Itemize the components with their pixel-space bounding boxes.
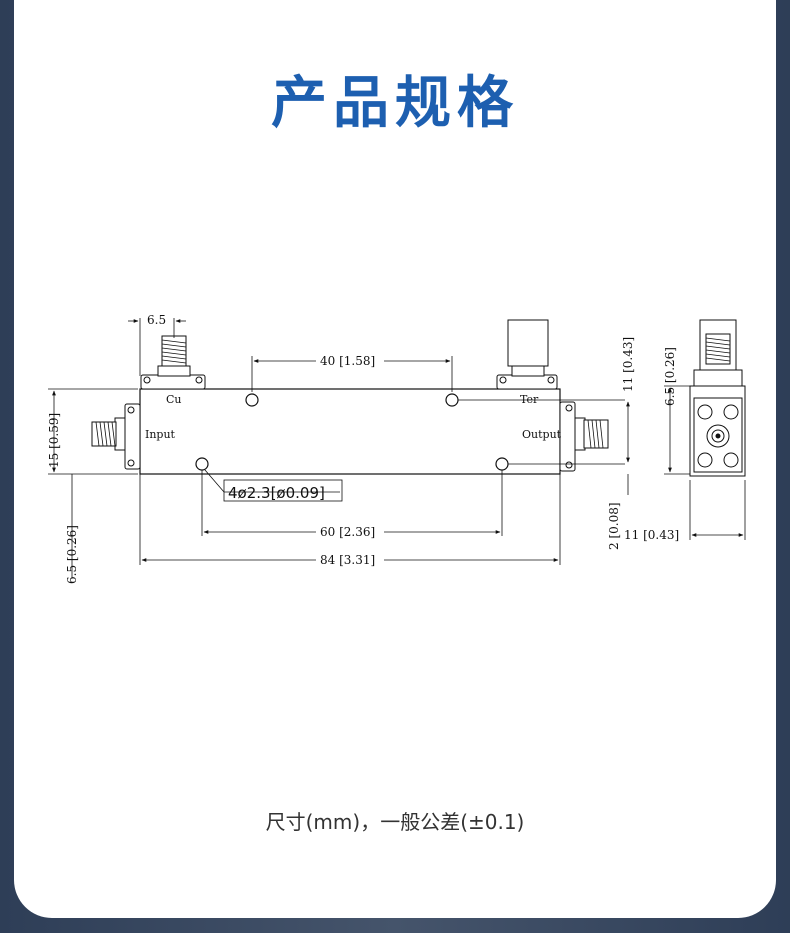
output-connector — [559, 401, 609, 472]
dim-body-height: 15 [0.59] — [47, 413, 61, 468]
coupler-body — [139, 388, 561, 475]
ter-label: Ter — [520, 393, 539, 406]
dim-side-height-small: 6.5 [0.26] — [663, 347, 677, 406]
input-label: Input — [145, 428, 176, 441]
dim-overall-length: 84 [3.31] — [320, 553, 375, 567]
ter-termination — [496, 319, 558, 390]
dim-right-height: 11 [0.43] — [621, 337, 635, 392]
dim-left-offset: 6.5 [0.26] — [65, 525, 79, 584]
cu-connector — [140, 335, 206, 390]
dim-hole-spacing-top: 40 [1.58] — [320, 354, 375, 368]
dim-bottom-offset: 2 [0.08] — [607, 502, 621, 550]
input-connector — [91, 403, 141, 470]
side-view — [689, 319, 746, 477]
page-title: 产品规格 — [271, 71, 519, 136]
tolerance-note: 尺寸(mm)，一般公差(±0.1) — [265, 810, 525, 834]
technical-drawing: Cu Ter Input Output — [47, 313, 746, 584]
dim-side-width: 11 [0.43] — [624, 528, 679, 542]
output-label: Output — [522, 428, 562, 441]
dim-hole-spec: 4ø2.3[ø0.09] — [228, 484, 325, 502]
cu-label: Cu — [166, 393, 182, 406]
dim-connector-offset-top: 6.5 — [147, 313, 166, 327]
dim-hole-spacing-bottom: 60 [2.36] — [320, 525, 375, 539]
